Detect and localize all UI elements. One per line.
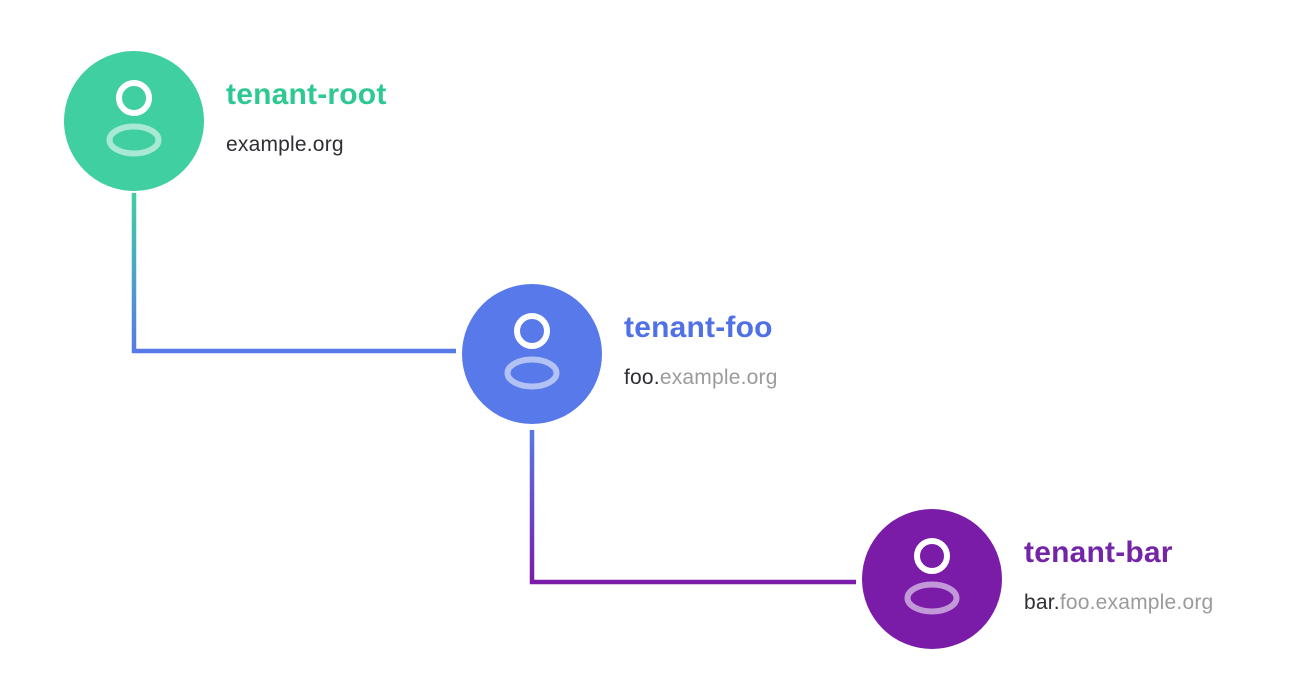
person-icon [504, 313, 560, 390]
tenant-foo-labels: tenant-foo foo.example.org [624, 311, 778, 391]
person-icon [904, 538, 960, 615]
tenant-foo-domain: foo.example.org [624, 365, 778, 391]
tenant-bar-domain-own: bar. [1024, 591, 1060, 614]
tenant-root-title: tenant-root [226, 78, 387, 111]
tenant-bar-labels: tenant-bar bar.foo.example.org [1024, 536, 1213, 616]
tenant-foo-domain-own: foo. [624, 366, 660, 389]
node-tenant-bar: tenant-bar bar.foo.example.org [862, 509, 1213, 649]
tenant-bar-domain: bar.foo.example.org [1024, 590, 1213, 616]
tenant-foo-title: tenant-foo [624, 311, 773, 344]
node-tenant-root: tenant-root example.org [64, 51, 386, 191]
tenant-bar-avatar [862, 509, 1002, 649]
tenant-foo-domain-parent: example.org [659, 366, 778, 389]
tenant-root-domain: example.org [226, 132, 387, 158]
tenant-bar-domain-parent: foo.example.org [1059, 591, 1214, 614]
tenant-root-domain-own: example.org [226, 133, 344, 156]
connector-foo-to-bar [529, 430, 856, 585]
connector-root-to-foo [131, 193, 456, 354]
person-icon [106, 80, 162, 157]
node-tenant-foo: tenant-foo foo.example.org [462, 284, 777, 424]
tenant-bar-title: tenant-bar [1024, 536, 1173, 569]
tenant-foo-avatar [462, 284, 602, 424]
tenant-root-labels: tenant-root example.org [226, 78, 387, 158]
tenant-root-avatar [64, 51, 204, 191]
